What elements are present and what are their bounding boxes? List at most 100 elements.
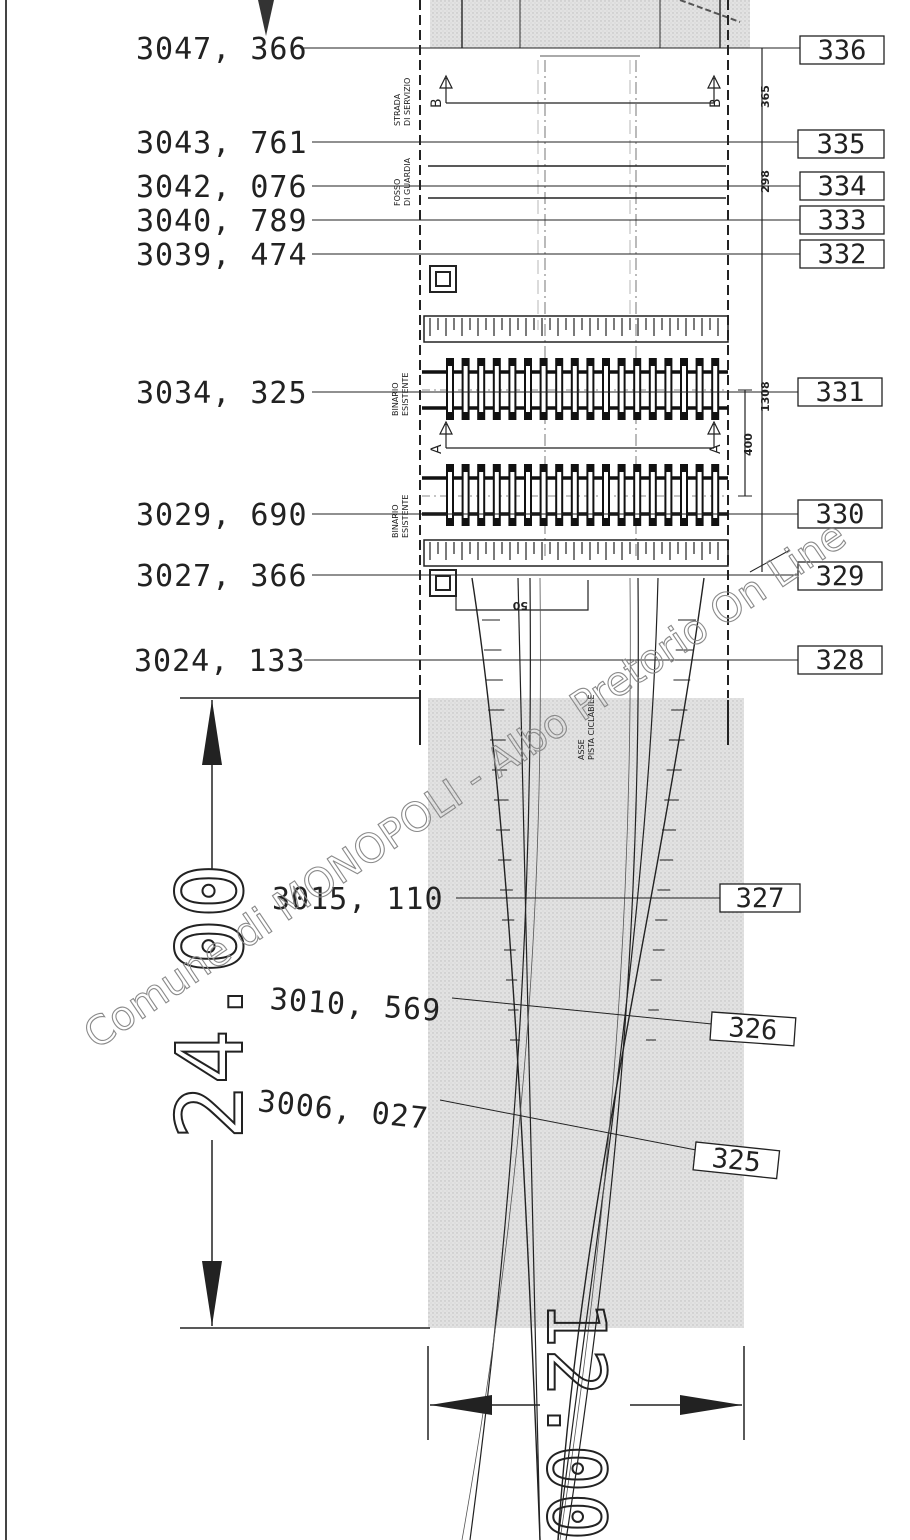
leader-line xyxy=(451,997,713,1025)
section-b-arrow-right xyxy=(707,74,721,103)
svg-text:BINARIO: BINARIO xyxy=(391,382,400,416)
dim-label-24: 24.00 xyxy=(157,863,264,1140)
label-binario-2: BINARIO ESISTENTE xyxy=(391,495,410,538)
section-id-box: 332 xyxy=(799,239,885,270)
section-id-box: 333 xyxy=(799,205,885,236)
section-callout: 3027, 366 329 xyxy=(136,559,883,594)
dim-24-arrow-bottom xyxy=(202,1261,222,1326)
hatched-band-bottom xyxy=(423,539,729,567)
section-id-label: 326 xyxy=(727,1012,778,1046)
top-diagonal xyxy=(679,0,741,23)
elevation-label: 3024, 133 xyxy=(134,644,306,679)
cycle-path-line xyxy=(461,577,541,1540)
section-b-arrow-left xyxy=(439,74,453,103)
section-callout: 3029, 690 330 xyxy=(136,498,883,533)
elevation-label: 3047, 366 xyxy=(136,32,308,67)
railway-track-1 xyxy=(422,358,728,420)
section-id-label: 325 xyxy=(710,1143,762,1179)
manhole-upper xyxy=(429,265,457,293)
label-strada: STRADA DI SERVIZIO xyxy=(393,78,412,126)
svg-text:DI SERVIZIO: DI SERVIZIO xyxy=(403,78,412,126)
elevation-label: 3040, 789 xyxy=(136,204,308,239)
dim-label-50: 50 xyxy=(512,599,528,612)
elevation-label: 3039, 474 xyxy=(136,238,308,273)
section-id-label: 329 xyxy=(816,561,865,592)
section-id-box: 327 xyxy=(719,883,801,914)
section-callout: 3015, 110 327 xyxy=(272,882,801,917)
section-callout: 3024, 133 328 xyxy=(134,644,883,679)
cycle-path-line xyxy=(469,577,531,1540)
dim-line-50 xyxy=(455,580,589,611)
section-b-mark-right: B xyxy=(708,98,724,108)
section-id-label: 332 xyxy=(818,239,867,270)
section-b-mark-left: B xyxy=(429,98,445,108)
svg-text:DI GUARDIA: DI GUARDIA xyxy=(403,157,412,206)
cycle-path-line xyxy=(559,577,631,1540)
section-id-box: 325 xyxy=(692,1141,781,1180)
section-id-label: 331 xyxy=(816,377,865,408)
section-id-label: 333 xyxy=(818,205,867,236)
cycle-path-line xyxy=(565,577,639,1540)
elevation-label: 3042, 076 xyxy=(136,170,308,205)
svg-text:FOSSO: FOSSO xyxy=(393,179,402,206)
ramp-slope-ticks-right xyxy=(646,619,696,1041)
ramp-slope-ticks-left xyxy=(482,619,520,1041)
svg-text:PISTA CICLABILE: PISTA CICLABILE xyxy=(587,694,596,760)
elevation-label: 3006, 027 xyxy=(256,1084,430,1137)
section-id-box: 326 xyxy=(709,1011,797,1047)
label-fosso: FOSSO DI GUARDIA xyxy=(393,157,412,206)
section-id-box: 336 xyxy=(799,35,885,66)
section-id-label: 334 xyxy=(818,171,867,202)
top-structure-shade xyxy=(430,0,750,48)
svg-text:BINARIO: BINARIO xyxy=(391,504,400,538)
hatched-band-top xyxy=(423,315,729,343)
north-arrow xyxy=(258,0,274,36)
label-binario-1: BINARIO ESISTENTE xyxy=(391,373,410,416)
dim-12-arrow-left xyxy=(430,1395,492,1415)
ramp-shaded-area xyxy=(428,698,744,1328)
section-a-arrow-left xyxy=(439,420,453,448)
dim-tick xyxy=(749,549,791,573)
dim-24-arrow-top xyxy=(202,700,222,765)
dim-12-arrow-right xyxy=(680,1395,742,1415)
railway-track-2 xyxy=(422,464,728,526)
section-id-box: 331 xyxy=(797,377,883,408)
section-callout: 3040, 789 333 xyxy=(136,204,885,239)
section-callout: 3042, 076 334 xyxy=(136,170,885,205)
section-a-arrow-right xyxy=(707,420,721,448)
section-callout: 3043, 761 335 xyxy=(136,126,885,161)
section-callout: 3047, 366 336 xyxy=(136,32,885,67)
elevation-label: 3043, 761 xyxy=(136,126,308,161)
ramp-wall-right-inner xyxy=(557,577,659,1540)
section-a-mark-left: A xyxy=(429,444,445,454)
label-asse: ASSE PISTA CICLABILE xyxy=(577,694,596,760)
elevation-label: 3027, 366 xyxy=(136,559,308,594)
leader-line xyxy=(439,1099,697,1151)
section-id-box: 335 xyxy=(797,129,885,160)
section-id-box: 329 xyxy=(797,561,883,592)
svg-text:STRADA: STRADA xyxy=(393,93,402,126)
section-id-label: 327 xyxy=(736,883,785,914)
elevation-label: 3010, 569 xyxy=(269,982,443,1029)
section-id-label: 330 xyxy=(816,499,865,530)
section-id-label: 336 xyxy=(818,35,867,66)
elevation-label: 3015, 110 xyxy=(272,882,444,917)
manhole-lower xyxy=(429,569,457,597)
dim-label-12: 12.00 xyxy=(529,1300,622,1540)
section-id-label: 335 xyxy=(817,129,866,160)
svg-text:ESISTENTE: ESISTENTE xyxy=(401,495,410,538)
elevation-label: 3029, 690 xyxy=(136,498,308,533)
ramp-wall-left-outer xyxy=(471,577,541,1540)
section-a-mark-right: A xyxy=(708,444,724,454)
section-id-box: 330 xyxy=(797,499,883,530)
dim-label-298: 298 xyxy=(759,170,772,193)
section-id-box: 334 xyxy=(799,171,885,202)
section-id-box: 328 xyxy=(797,645,883,676)
svg-text:ESISTENTE: ESISTENTE xyxy=(401,373,410,416)
dim-label-400: 400 xyxy=(742,433,755,456)
svg-text:ASSE: ASSE xyxy=(577,739,586,760)
section-id-label: 328 xyxy=(816,645,865,676)
